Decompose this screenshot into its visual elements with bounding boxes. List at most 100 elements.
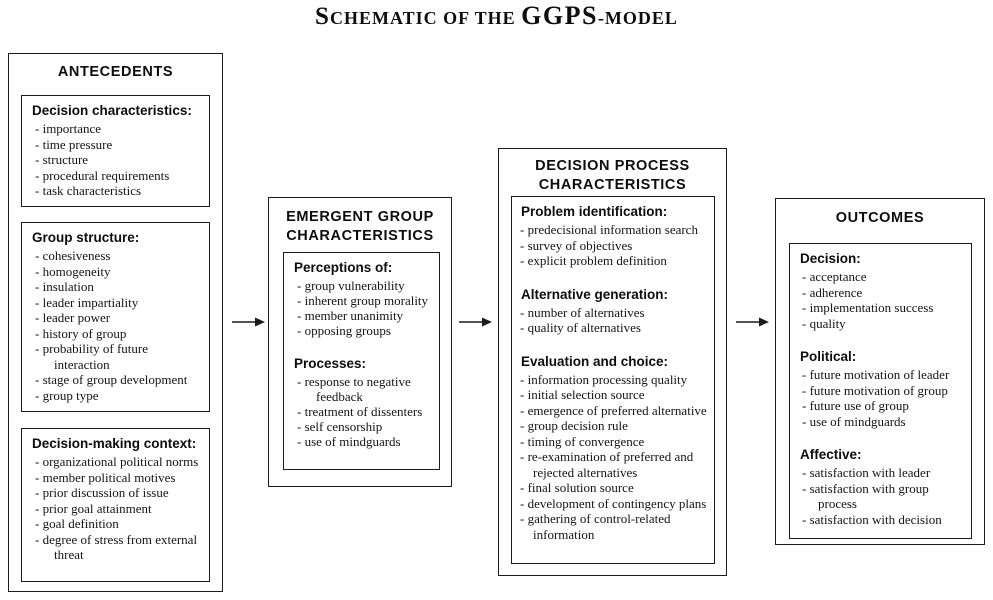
section-heading: Processes: <box>294 356 367 371</box>
list-item: - member political motives <box>35 469 176 485</box>
outcomes-inner-box: Decision: - acceptance- adherence- imple… <box>789 243 972 539</box>
section-heading: Group structure: <box>32 230 140 245</box>
list-item: - number of alternatives <box>520 304 645 320</box>
section-problem-identification: Problem identification: - predecisional … <box>512 197 714 269</box>
section-heading: Perceptions of: <box>294 260 393 275</box>
section-item-list: - response to negative feedback- treatme… <box>284 374 439 449</box>
list-item: - response to negative feedback <box>297 374 411 404</box>
section-item-list: - predecisional information search- surv… <box>512 222 714 269</box>
list-item: - procedural requirements <box>35 167 170 183</box>
list-item: - gathering of control-related informati… <box>520 511 671 542</box>
section-item-list: - acceptance- adherence- implementation … <box>790 269 971 331</box>
section-heading: Political: <box>800 349 857 364</box>
flow-arrow-icon <box>459 315 493 327</box>
section-item-list: - group vulnerability- inherent group mo… <box>284 278 439 338</box>
title-acronym: GGPS <box>521 1 598 30</box>
process-header: DECISION PROCESS CHARACTERISTICS <box>499 157 726 195</box>
list-item: - explicit problem definition <box>520 253 667 268</box>
section-evaluation-and-choice: Evaluation and choice: - information pro… <box>512 347 714 543</box>
list-item: - member unanimity <box>297 308 404 323</box>
list-item: - future use of group <box>802 398 909 413</box>
list-item: - information processing quality <box>520 371 688 387</box>
section-heading: Decision: <box>800 251 861 266</box>
list-item: - treatment of dissenters <box>297 404 423 419</box>
list-item: - prior goal attainment <box>35 500 152 516</box>
list-item: - use of mindguards <box>297 434 401 449</box>
list-item: - leader impartiality <box>35 294 139 310</box>
list-item: - time pressure <box>35 136 113 152</box>
list-item: - structure <box>35 152 89 167</box>
outcomes-header: OUTCOMES <box>835 210 925 226</box>
flow-arrow-icon <box>232 315 266 327</box>
page-title: SCHEMATIC OF THE GGPS-MODEL <box>0 0 993 36</box>
decision-process-characteristics-box: DECISION PROCESS CHARACTERISTICS Problem… <box>498 148 727 576</box>
list-item: - insulation <box>35 279 94 294</box>
list-item: - quality of alternatives <box>520 320 641 335</box>
list-item: - initial selection source <box>520 387 645 402</box>
section-heading: Evaluation and choice: <box>521 353 669 369</box>
section-group-structure: Group structure: - cohesiveness- homogen… <box>21 222 210 412</box>
flow-arrow-icon <box>736 315 770 327</box>
list-item: - future motivation of leader <box>802 367 950 382</box>
section-decision-making-context: Decision-making context: - organizationa… <box>21 428 210 582</box>
section-item-list: - information processing quality- initia… <box>512 372 714 543</box>
section-decision: Decision: - acceptance- adherence- imple… <box>790 244 971 331</box>
outcomes-box: OUTCOMES Decision: - acceptance- adheren… <box>775 198 985 545</box>
list-item: - degree of stress from external threat <box>35 531 198 563</box>
list-item: - opposing groups <box>297 323 391 338</box>
list-item: - goal definition <box>35 516 119 531</box>
list-item: - re-examination of preferred and reject… <box>520 449 694 480</box>
list-item: - satisfaction with decision <box>802 511 942 527</box>
emergent-group-characteristics-box: EMERGENT GROUP CHARACTERISTICS Perceptio… <box>268 197 452 487</box>
section-item-list: - number of alternatives- quality of alt… <box>512 305 714 336</box>
list-item: - satisfaction with group process <box>802 480 929 512</box>
list-item: - predecisional information search <box>520 222 698 237</box>
list-item: - quality <box>802 315 846 331</box>
list-item: - final solution source <box>520 480 634 495</box>
antecedents-header: ANTECEDENTS <box>57 64 174 80</box>
process-header-line2: CHARACTERISTICS <box>538 177 687 193</box>
emergent-inner-box: Perceptions of: - group vulnerability- i… <box>283 252 440 470</box>
section-item-list: - future motivation of leader- future mo… <box>790 367 971 429</box>
list-item: - organizational political norms <box>35 454 199 469</box>
list-item: - use of mindguards <box>802 413 906 429</box>
list-item: - future motivation of group <box>802 382 948 398</box>
title-lead-cap: S <box>315 3 330 30</box>
section-item-list: - organizational political norms- member… <box>22 454 209 563</box>
list-item: - timing of convergence <box>520 433 645 449</box>
list-item: - group vulnerability <box>297 278 405 293</box>
section-heading: Alternative generation: <box>521 286 669 302</box>
section-affective: Affective: - satisfaction with leader- s… <box>790 440 971 527</box>
section-item-list: - importance- time pressure- structure- … <box>22 121 209 199</box>
emergent-header-line1: EMERGENT GROUP <box>286 209 434 225</box>
title-lead-smallcaps: CHEMATIC OF THE <box>329 8 522 28</box>
section-item-list: - satisfaction with leader- satisfaction… <box>790 465 971 527</box>
list-item: - satisfaction with leader <box>802 465 931 480</box>
section-heading: Decision-making context: <box>32 436 197 451</box>
list-item: - inherent group morality <box>297 293 429 308</box>
process-header-line1: DECISION PROCESS <box>535 158 690 174</box>
section-alternative-generation: Alternative generation: - number of alte… <box>512 280 714 336</box>
list-item: - group decision rule <box>520 418 628 433</box>
section-item-list: - cohesiveness- homogeneity- insulation-… <box>22 248 209 403</box>
antecedents-box: ANTECEDENTS Decision characteristics: - … <box>8 53 223 592</box>
list-item: - survey of objectives <box>520 237 633 253</box>
emergent-header-line2: CHARACTERISTICS <box>286 228 434 244</box>
section-heading: Decision characteristics: <box>32 103 192 118</box>
section-heading: Affective: <box>800 447 862 462</box>
list-item: - group type <box>35 387 99 403</box>
list-item: - emergence of preferred alternative <box>520 402 707 418</box>
list-item: - probability of future interaction <box>35 341 148 372</box>
list-item: - stage of group development <box>35 372 188 387</box>
list-item: - homogeneity <box>35 263 111 279</box>
list-item: - importance <box>35 121 102 136</box>
section-perceptions-of: Perceptions of: - group vulnerability- i… <box>284 253 439 338</box>
emergent-header: EMERGENT GROUP CHARACTERISTICS <box>269 208 451 246</box>
list-item: - history of group <box>35 325 127 341</box>
list-item: - leader power <box>35 310 111 325</box>
list-item: - task characteristics <box>35 183 142 198</box>
list-item: - cohesiveness <box>35 248 111 263</box>
section-political: Political: - future motivation of leader… <box>790 342 971 429</box>
section-heading: Problem identification: <box>521 204 668 219</box>
